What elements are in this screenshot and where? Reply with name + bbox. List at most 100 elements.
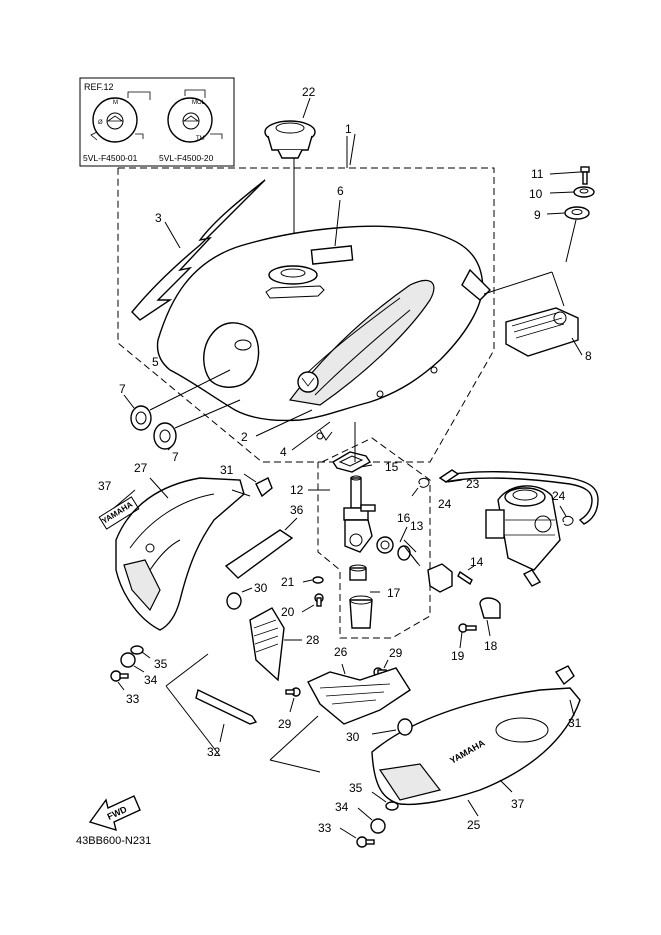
cover-clip-upper-part xyxy=(255,477,273,498)
callout-24-left: 24 xyxy=(438,497,452,511)
callout-1: 1 xyxy=(345,122,352,136)
side-decal-part xyxy=(131,179,266,321)
cap-variant-left-icon: M Ø xyxy=(90,91,151,143)
washer-35-left-part xyxy=(130,645,144,655)
fuel-cock-gasket-part xyxy=(332,451,372,473)
callout-7-lower: 7 xyxy=(172,450,179,464)
callout-5: 5 xyxy=(152,355,159,369)
washer-21-part xyxy=(312,576,324,584)
callout-34-right: 34 xyxy=(335,800,349,814)
ref-box: REF.12 M Ø MOL TM 5VL-F4500-01 5VL-F4500… xyxy=(79,77,235,167)
callout-22: 22 xyxy=(302,85,316,99)
washer-35-right-part xyxy=(385,801,399,811)
callout-33-right: 33 xyxy=(318,821,332,835)
mesh-panel-left-part xyxy=(249,607,285,682)
svg-text:MOL: MOL xyxy=(192,100,206,106)
callout-17: 17 xyxy=(387,586,401,600)
collar-34-right-part xyxy=(370,818,386,834)
left-side-cover-part xyxy=(115,477,245,631)
mesh-panel-right-part xyxy=(307,667,411,725)
warning-label-part xyxy=(310,245,354,265)
cock-lever-plate-part xyxy=(427,563,453,593)
callout-13: 13 xyxy=(410,519,424,533)
bolt-11-part xyxy=(580,166,590,185)
collar-34-left-part xyxy=(120,652,136,668)
callout-36: 36 xyxy=(290,503,304,517)
diagram-code: 43BB600-N231 xyxy=(76,835,151,847)
screw-29-left-part xyxy=(285,687,301,697)
callout-28: 28 xyxy=(306,633,320,647)
tank-damper-part xyxy=(505,307,579,357)
callout-16: 16 xyxy=(397,511,411,525)
callout-7-upper: 7 xyxy=(119,382,126,396)
hose-clip-left-part xyxy=(418,477,430,488)
forward-arrow-icon: FWD xyxy=(88,795,141,832)
callout-19: 19 xyxy=(451,649,465,663)
callout-23: 23 xyxy=(466,477,480,491)
callout-9: 9 xyxy=(534,208,541,222)
fuel-tank-part xyxy=(156,225,491,441)
callout-32: 32 xyxy=(207,745,221,759)
callout-37-right: 37 xyxy=(511,797,525,811)
cock-lever-spring-part xyxy=(397,545,421,567)
part-callouts: 1 2 3 4 5 6 7 7 8 9 10 11 12 13 14 15 16… xyxy=(98,85,592,835)
fuel-cap-part xyxy=(264,120,316,159)
grommet-lower-part xyxy=(153,422,177,450)
callout-33-left: 33 xyxy=(126,692,140,706)
callout-4: 4 xyxy=(280,445,287,459)
tank-emblem-icon xyxy=(297,371,319,393)
callout-35-left: 35 xyxy=(154,657,168,671)
mount-bracket-part xyxy=(195,688,258,725)
callout-29-right: 29 xyxy=(389,646,403,660)
callout-35-right: 35 xyxy=(349,781,363,795)
bolt-33-left-part xyxy=(110,670,129,682)
callout-18: 18 xyxy=(484,639,498,653)
fuel-filter-part xyxy=(349,564,373,629)
callout-31-lower: 31 xyxy=(568,716,582,730)
bolt-33-right-part xyxy=(356,836,375,848)
svg-text:TM: TM xyxy=(196,136,205,142)
grommet-30-upper-part xyxy=(226,592,242,610)
callout-31-upper: 31 xyxy=(220,463,234,477)
plain-washer-part xyxy=(573,186,595,198)
cock-knob-part xyxy=(479,597,501,619)
ref-box-title: REF.12 xyxy=(84,82,114,92)
callout-25: 25 xyxy=(467,818,481,832)
cover-clip-lower-part xyxy=(554,665,575,686)
hose-clip-right-part xyxy=(562,515,574,526)
grommet-upper-part xyxy=(130,405,152,431)
fuel-hose-part xyxy=(443,471,599,525)
callout-2: 2 xyxy=(241,430,248,444)
svg-text:M: M xyxy=(113,100,118,106)
callout-10: 10 xyxy=(529,187,543,201)
callout-30-upper: 30 xyxy=(254,581,268,595)
screw-20-part xyxy=(314,593,324,607)
damper-washer-part xyxy=(564,206,590,220)
callout-29-left: 29 xyxy=(278,717,292,731)
cock-screw-part xyxy=(457,570,473,586)
callout-37-left: 37 xyxy=(98,479,112,493)
svg-text:Ø: Ø xyxy=(98,120,103,126)
callout-11: 11 xyxy=(531,167,544,181)
ref-code-2: 5VL-F4500-20 xyxy=(159,153,214,163)
callout-3: 3 xyxy=(155,211,162,225)
callout-26: 26 xyxy=(334,645,348,659)
ref-code-1: 5VL-F4500-01 xyxy=(83,153,138,163)
callout-24-right: 24 xyxy=(552,489,566,503)
cock-seal-part xyxy=(376,536,394,554)
knob-screw-part xyxy=(458,623,477,633)
callout-30-lower: 30 xyxy=(346,730,360,744)
cover-pad-part xyxy=(224,529,294,579)
callout-27: 27 xyxy=(134,461,148,475)
callout-12: 12 xyxy=(290,483,304,497)
callout-34-left: 34 xyxy=(144,673,158,687)
carburetor-part xyxy=(485,485,561,587)
callout-20: 20 xyxy=(281,605,295,619)
grommet-30-lower-part xyxy=(397,718,413,736)
callout-8: 8 xyxy=(585,349,592,363)
callout-15: 15 xyxy=(385,460,399,474)
callout-14: 14 xyxy=(470,555,484,569)
fuel-cock-part xyxy=(343,475,376,553)
callout-21: 21 xyxy=(281,575,295,589)
